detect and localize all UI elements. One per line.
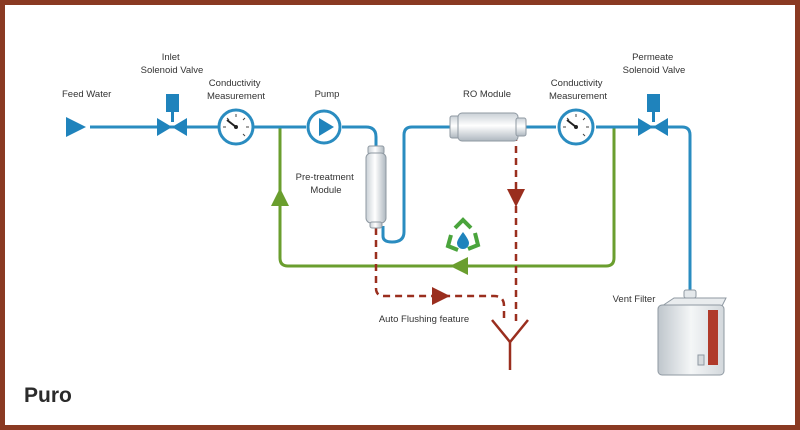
flush-lines xyxy=(374,134,518,322)
inlet-solenoid-valve-icon xyxy=(157,94,187,136)
recycle-arrow-up xyxy=(271,188,289,206)
brand-title: Puro xyxy=(24,384,72,407)
permeate-valve-label: Permeate Solenoid Valve xyxy=(623,52,686,76)
recycle-water-icon xyxy=(445,217,481,252)
pump-label: Pump xyxy=(315,89,340,100)
vent-filter-label: Vent Filter xyxy=(613,294,656,305)
vent-filter-icon xyxy=(683,289,697,299)
pretreatment-module-icon xyxy=(365,145,387,229)
ro-module-label: RO Module xyxy=(463,89,511,100)
pump-icon xyxy=(306,109,342,145)
water-line xyxy=(90,125,692,290)
flush-arrow-right xyxy=(432,287,450,305)
flush-arrow-down xyxy=(507,189,525,207)
conductivity-gauge-1-icon xyxy=(217,108,255,146)
conductivity-gauge-2-icon xyxy=(557,108,595,146)
permeate-solenoid-valve-icon xyxy=(638,94,668,136)
pretreatment-label: Pre-treatment Module xyxy=(296,172,357,196)
conductivity-1-label: Conductivity Measurement xyxy=(207,78,265,102)
recycle-loop xyxy=(278,127,616,268)
drain-icon xyxy=(491,319,529,370)
storage-tank-icon xyxy=(657,297,727,376)
feed-water-label: Feed Water xyxy=(62,89,111,100)
ro-module-icon xyxy=(449,112,527,142)
conductivity-2-label: Conductivity Measurement xyxy=(549,78,607,102)
recycle-arrow-left xyxy=(450,257,468,275)
inlet-valve-label: Inlet Solenoid Valve xyxy=(141,52,204,76)
feed-arrow-icon xyxy=(66,117,86,137)
auto-flushing-label: Auto Flushing feature xyxy=(379,314,469,325)
